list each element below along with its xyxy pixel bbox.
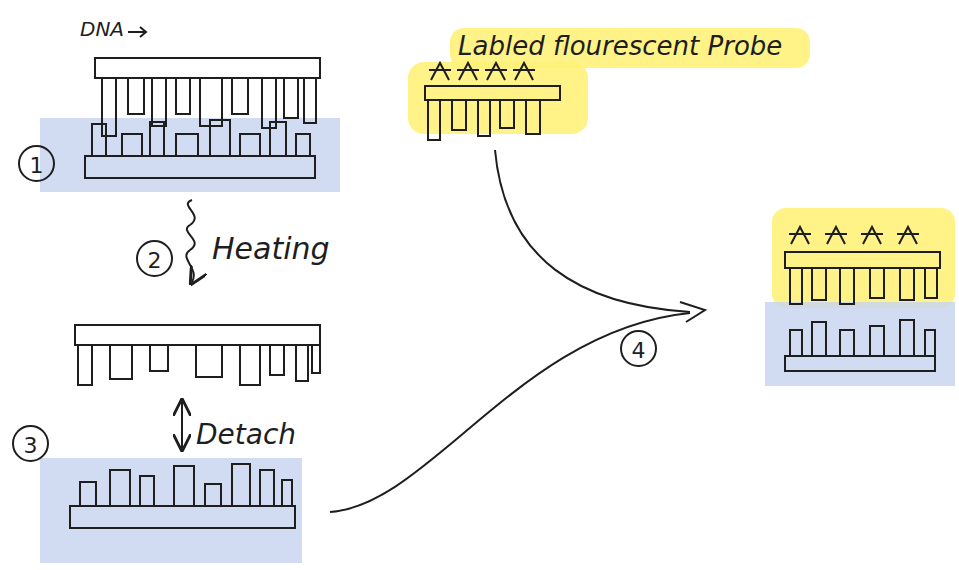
base: [110, 345, 132, 379]
base: [526, 100, 540, 134]
detach-arrow: [181, 402, 183, 448]
blue-wash: [765, 302, 955, 386]
base: [232, 464, 250, 506]
base: [296, 134, 310, 156]
strand-backbone: [85, 156, 315, 178]
base: [840, 330, 854, 356]
strand-backbone: [785, 356, 935, 371]
base: [176, 78, 190, 114]
base: [790, 268, 802, 304]
base: [240, 134, 260, 156]
base: [312, 345, 320, 373]
yellow-highlight: [772, 208, 955, 308]
base: [304, 78, 316, 123]
base: [80, 482, 96, 506]
base: [78, 345, 92, 385]
base: [812, 322, 826, 356]
base: [152, 78, 166, 126]
heating-arrow: [186, 200, 194, 282]
base: [500, 100, 514, 128]
base: [900, 268, 914, 300]
base: [200, 78, 222, 126]
annotation-text: Labled flourescent Probe: [458, 32, 782, 61]
strand-backbone: [75, 325, 320, 345]
base: [428, 100, 440, 140]
yellow-highlight: [450, 28, 810, 68]
blue-wash: [40, 458, 302, 563]
base: [840, 268, 854, 304]
fluorescent-label: [457, 63, 479, 80]
fluorescent-label: [789, 227, 811, 244]
base: [176, 134, 198, 156]
base: [262, 78, 276, 128]
base: [92, 124, 106, 156]
probe-path: [495, 150, 690, 312]
blue-wash: [40, 118, 340, 192]
base: [128, 78, 144, 114]
callout-number: 4: [620, 330, 657, 367]
callout-number: 2: [136, 240, 173, 277]
strand-backbone: [785, 252, 940, 268]
annotation-text: DNA: [80, 18, 124, 40]
callout-number: 3: [12, 425, 49, 462]
strand-path: [330, 313, 690, 512]
base: [122, 134, 142, 156]
base: [870, 326, 884, 356]
base: [925, 268, 937, 298]
base: [790, 330, 802, 356]
strand-backbone: [70, 506, 295, 528]
base: [812, 268, 826, 300]
base: [240, 345, 260, 385]
base: [270, 122, 286, 156]
base: [284, 78, 298, 118]
pointer-arrow: [128, 27, 146, 37]
annotation-text: Detach: [196, 420, 296, 451]
base: [196, 345, 222, 377]
base: [296, 345, 308, 381]
base: [452, 100, 466, 130]
yellow-highlight: [408, 62, 588, 134]
base: [925, 330, 935, 356]
base: [270, 345, 284, 375]
base: [478, 100, 490, 136]
base: [150, 345, 168, 371]
fluorescent-label: [429, 63, 451, 80]
fluorescent-label: [825, 227, 847, 244]
strand-backbone: [425, 86, 560, 100]
base: [150, 122, 164, 156]
base: [870, 268, 884, 298]
base: [102, 78, 116, 136]
strand-backbone: [95, 58, 320, 78]
base: [110, 470, 130, 506]
base: [900, 320, 914, 356]
annotation-text: Heating: [212, 232, 330, 265]
fluorescent-label: [513, 63, 535, 80]
dna-strands: [70, 58, 940, 528]
base: [174, 466, 194, 506]
arrow-head: [680, 302, 705, 322]
callout-number: 1: [18, 145, 55, 182]
base: [210, 120, 230, 156]
base: [282, 480, 292, 506]
fluorescent-label: [485, 63, 507, 80]
fluorescent-label: [861, 227, 883, 244]
base: [260, 470, 274, 506]
fluorescent-label: [897, 227, 919, 244]
base: [205, 484, 221, 506]
base: [232, 78, 248, 114]
base: [140, 476, 154, 506]
